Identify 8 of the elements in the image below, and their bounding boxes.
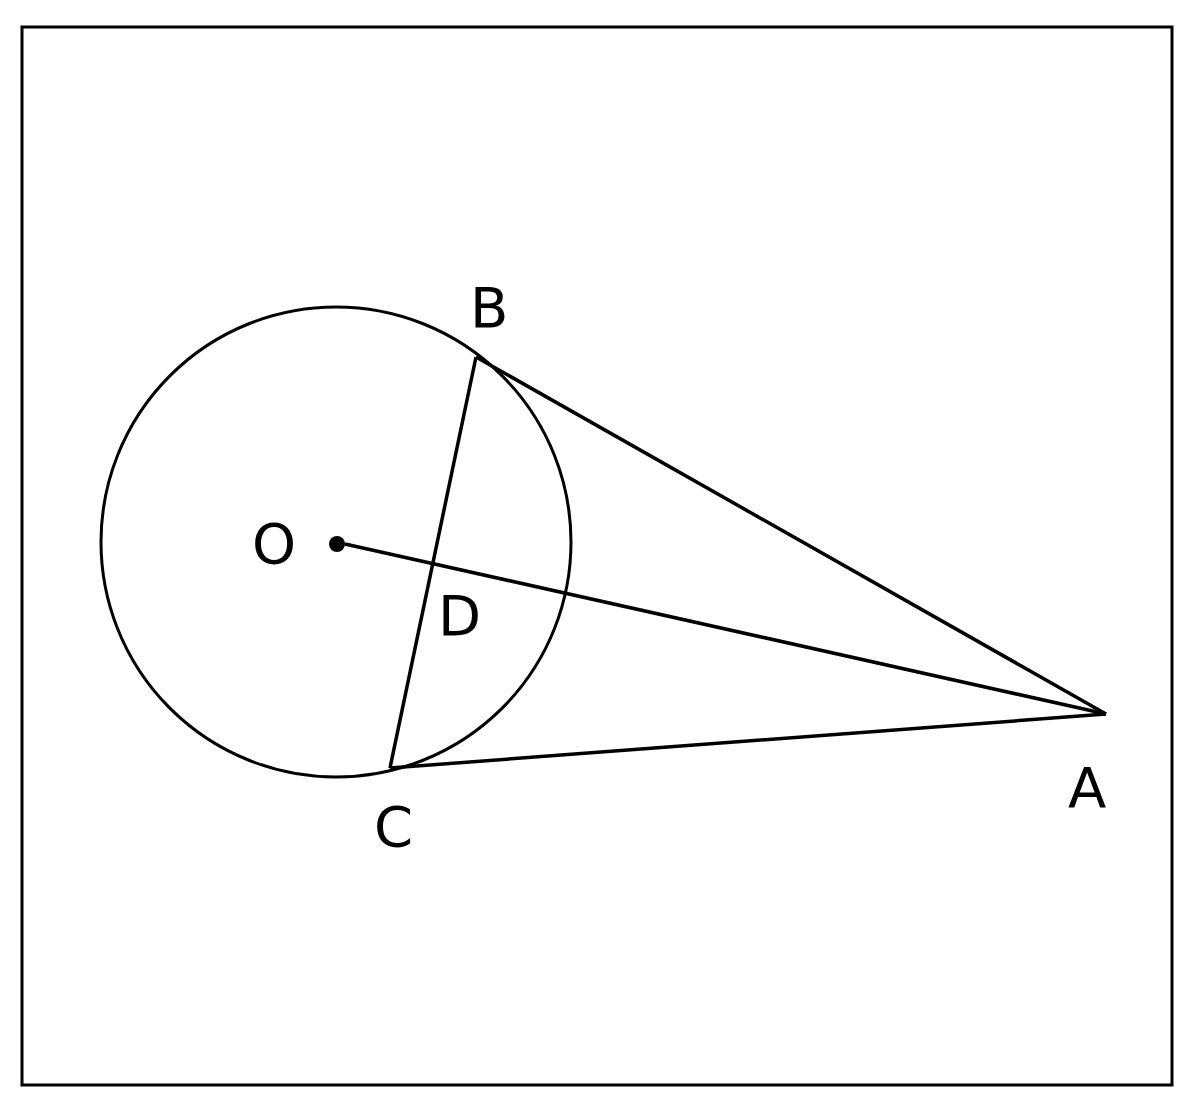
- point-label: A: [1068, 760, 1107, 816]
- line-segment: [388, 356, 478, 769]
- point-label: C: [374, 799, 414, 855]
- point-label: D: [438, 588, 482, 644]
- line-segment: [389, 712, 1107, 770]
- point-label: O: [252, 516, 297, 572]
- point-label: B: [470, 280, 509, 336]
- line-segment: [475, 355, 1107, 716]
